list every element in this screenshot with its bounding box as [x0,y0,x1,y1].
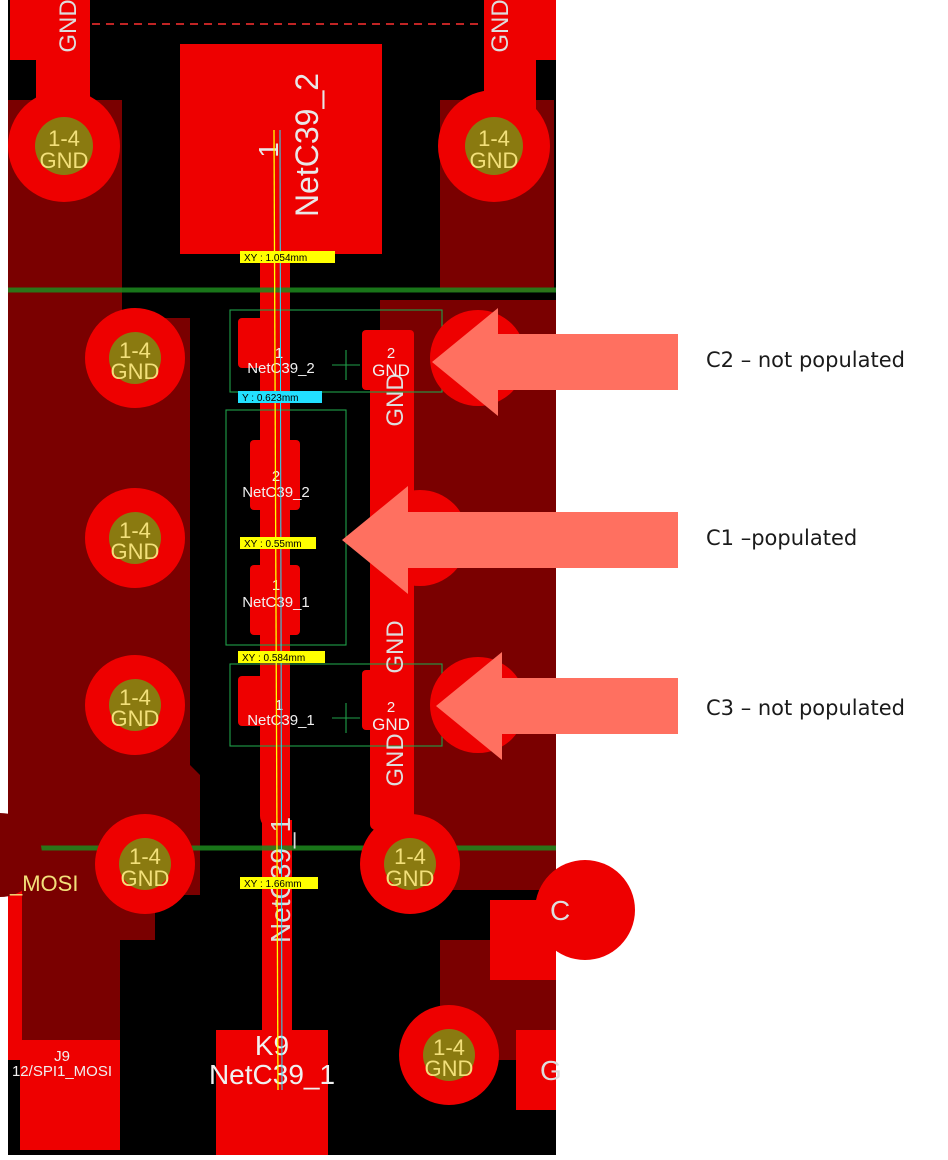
measure-tag-3: XY : 0.55mm [244,539,302,550]
c3-pin1-label: 1 [275,697,283,714]
measure-tag-5: XY : 1.66mm [244,879,302,890]
via-pad-label: 1-4 [433,1035,465,1060]
via-top-left: 1-4 GND [8,90,120,202]
via-top-right: 1-4 GND [438,90,550,202]
via-pad-label: 1-4 [478,126,510,151]
via-gnd-label: GND [470,148,519,173]
via-pad-label: 1-4 [129,844,161,869]
callout-c3-label: C3 – not populated [706,696,905,720]
c3-gnd-label: GND [372,715,410,734]
top-right-gnd-label: GND [487,0,514,53]
gnd-trace-label-3: GND [382,733,409,786]
via-left-2: 1-4 GND [85,488,185,588]
edge-g-label: G [540,1055,562,1086]
via-gnd-label: GND [40,148,89,173]
via-left-1: 1-4 GND [85,308,185,408]
k9-net-label: NetC39_1 [209,1059,335,1090]
via-pad-label: 1-4 [48,126,80,151]
via-mid-right: 1-4 GND [360,814,460,914]
net-c39-2-large-label: NetC39_2 [289,73,325,217]
via-gnd-label: GND [111,359,160,384]
via-pad-label: 1-4 [394,844,426,869]
via-gnd-label: GND [386,866,435,891]
via-left-4: 1-4 GND [95,814,195,914]
pin-1-large-label: 1 [253,142,284,158]
via-gnd-label: GND [111,539,160,564]
spi-label: 12/SPI1_MOSI [12,1063,112,1080]
measurement-tags: XY : 1.054mm Y : 0.623mm XY : 0.55mm XY … [238,251,335,890]
c2-gnd-label: GND [372,361,410,380]
via-gnd-label: GND [111,706,160,731]
c2-pin2-label: 2 [387,345,395,362]
c2-pin1-label: 1 [275,345,283,362]
measure-tag-1: XY : 1.054mm [244,253,307,264]
via-pad-label: 1-4 [119,518,151,543]
j9-label: J9 [54,1048,70,1065]
via-pad-label: 1-4 [119,338,151,363]
edge-c-label: C [550,895,570,926]
callout-c2-label: C2 – not populated [706,348,905,372]
measure-tag-2: Y : 0.623mm [242,393,299,404]
via-gnd-label: GND [121,866,170,891]
callout-c1-label: C1 –populated [706,526,858,550]
arrow-c1 [342,486,678,594]
measure-tag-4: XY : 0.584mm [242,653,305,664]
via-gnd-label: GND [425,1056,474,1081]
via-pad-label: 1-4 [119,685,151,710]
gnd-trace-label-1: GND [382,373,409,426]
measurement-lines [273,129,283,1091]
c3-pin2-label: 2 [387,699,395,716]
via-bottom-left-edge [0,813,42,897]
via-left-3: 1-4 GND [85,655,185,755]
board-labels: _MOSI J9 12/SPI1_MOSI K9 NetC39_1 G C [9,871,570,1090]
arrow-c3 [436,652,678,760]
callout-arrows [342,308,678,760]
top-left-gnd-label: GND [55,0,82,53]
k9-label: K9 [255,1030,289,1061]
via-far-right [535,860,635,960]
via-bottom-right: 1-4 GND [399,1005,499,1105]
arrow-c2 [432,308,678,416]
gnd-trace-label-2: GND [382,620,409,673]
mosi-label: _MOSI [9,871,78,896]
c2-net-label: NetC39_2 [247,360,315,377]
